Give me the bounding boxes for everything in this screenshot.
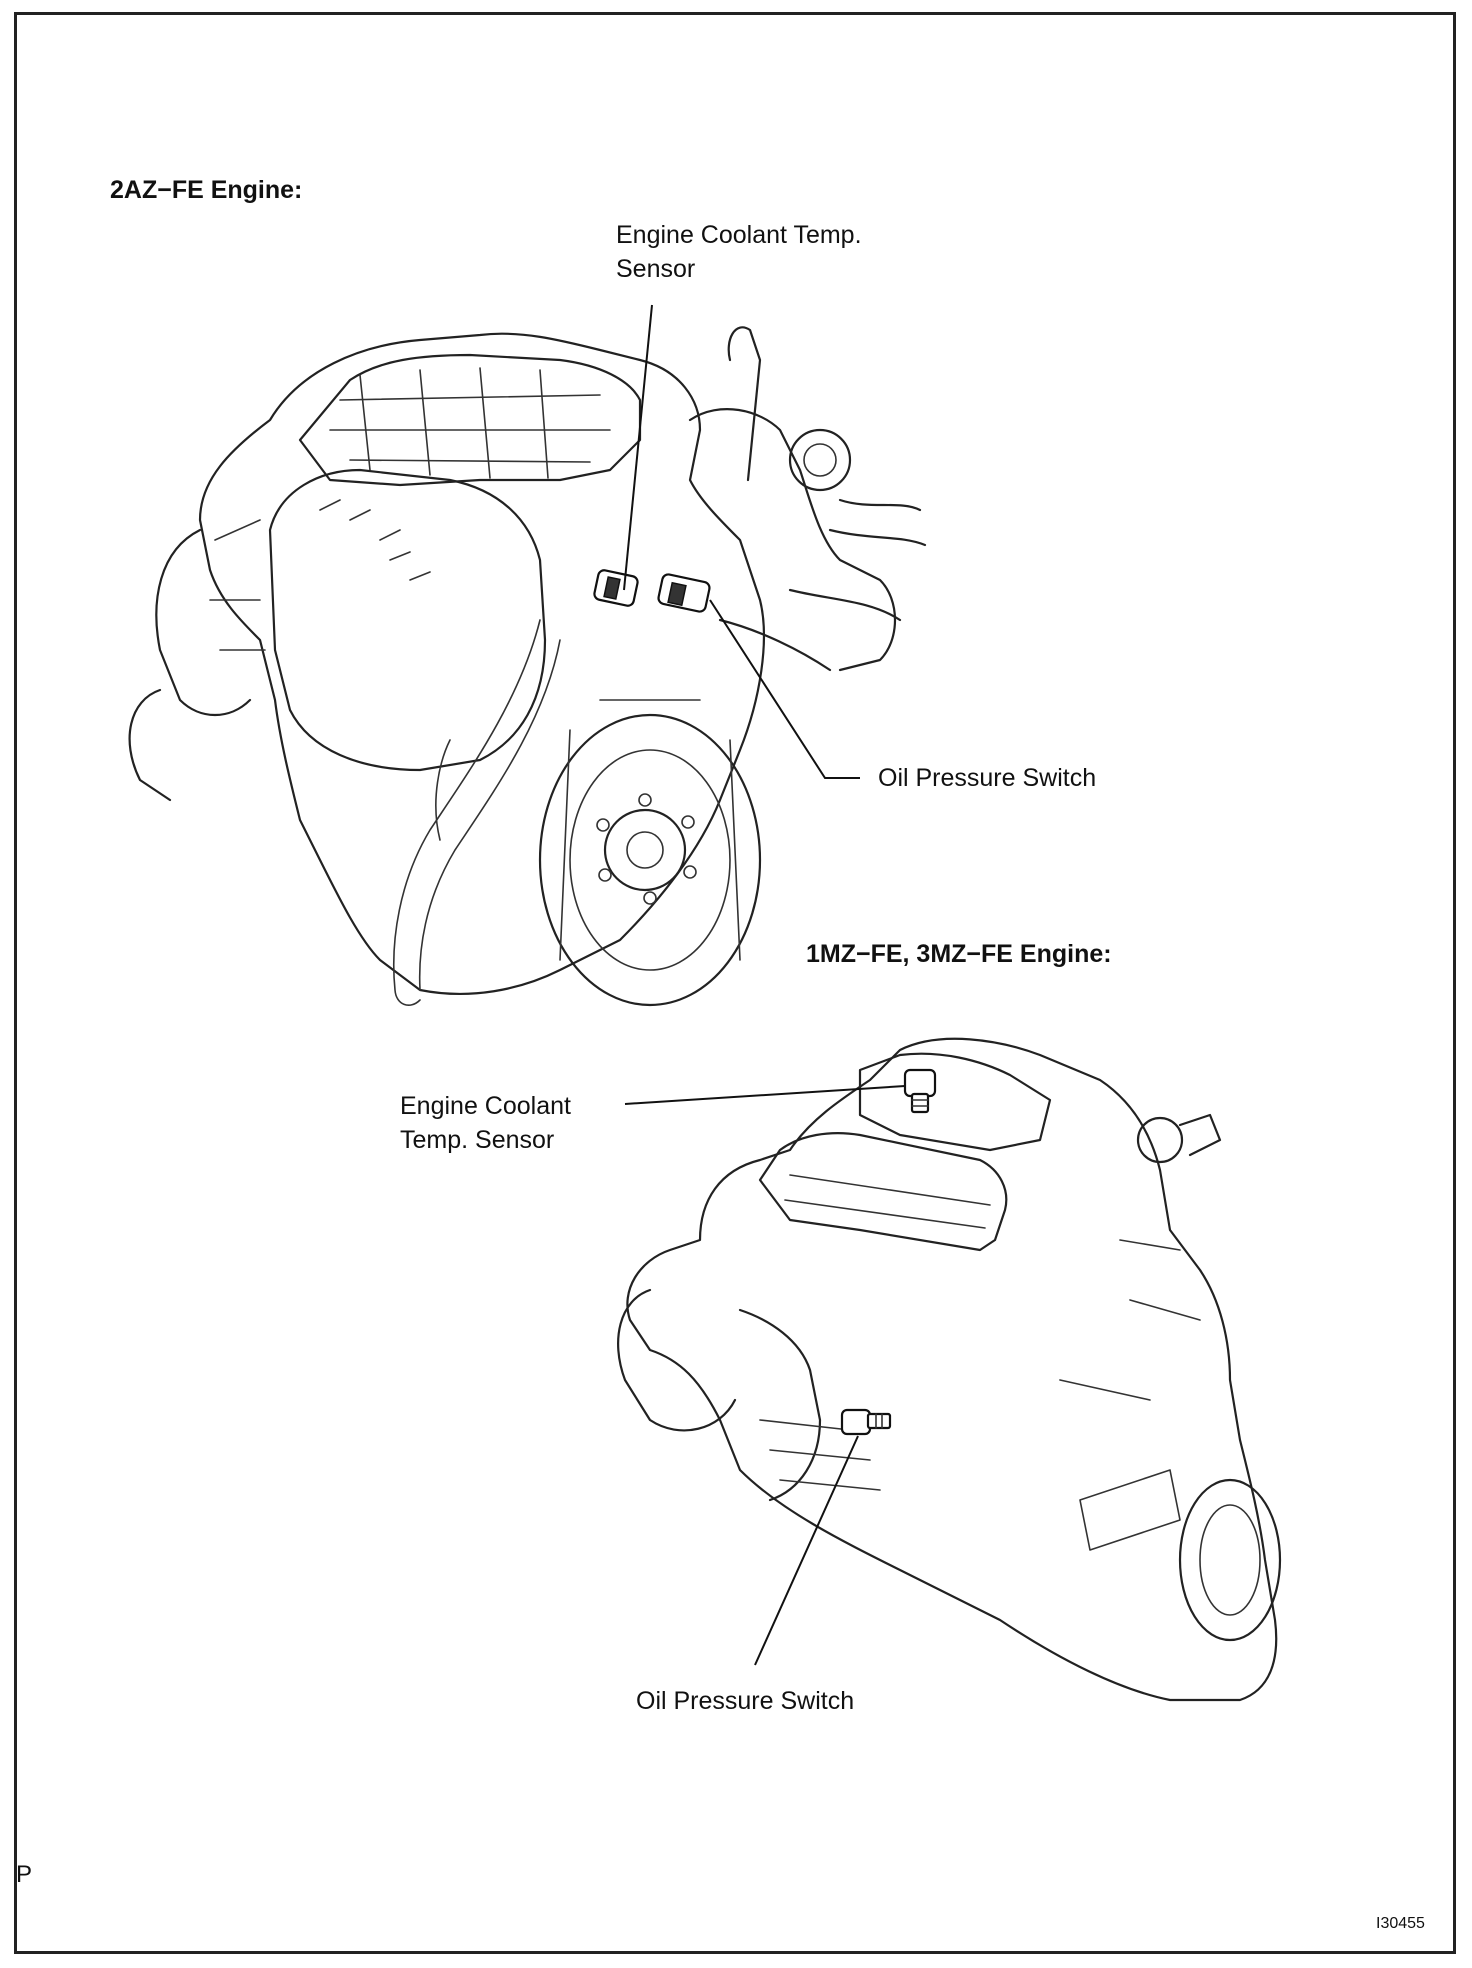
leader-coolant-top (623, 304, 653, 591)
label-coolant-sensor-bottom: Engine Coolant Temp. Sensor (400, 1092, 571, 1154)
engine-title-1mz-3mz-fe: 1MZ−FE, 3MZ−FE Engine: (806, 940, 1112, 968)
page-mark: P (16, 1861, 33, 1888)
engine-title-2az-fe: 2AZ−FE Engine: (110, 176, 303, 204)
engine-2az-fe-drawing (128, 326, 927, 1007)
figure-frame (14, 12, 1456, 1954)
label-oil-pressure-switch-bottom: Oil Pressure Switch (636, 1687, 855, 1715)
engine-1mz-3mz-fe-drawing (617, 1037, 1282, 1702)
oil-pressure-switch-bottom (840, 1408, 892, 1436)
label-oil-pressure-switch-top: Oil Pressure Switch (878, 764, 1097, 792)
leader-coolant-bottom (624, 1085, 906, 1105)
leader-oil-bottom (754, 1435, 859, 1666)
figure-id: I30455 (1376, 1915, 1425, 1932)
coolant-sensor-top (593, 569, 639, 607)
label-coolant-sensor-top: Engine Coolant Temp. Sensor (616, 221, 862, 283)
coolant-sensor-bottom (903, 1068, 937, 1114)
leader-oil-top (709, 599, 860, 779)
oil-pressure-switch-top (657, 573, 711, 613)
